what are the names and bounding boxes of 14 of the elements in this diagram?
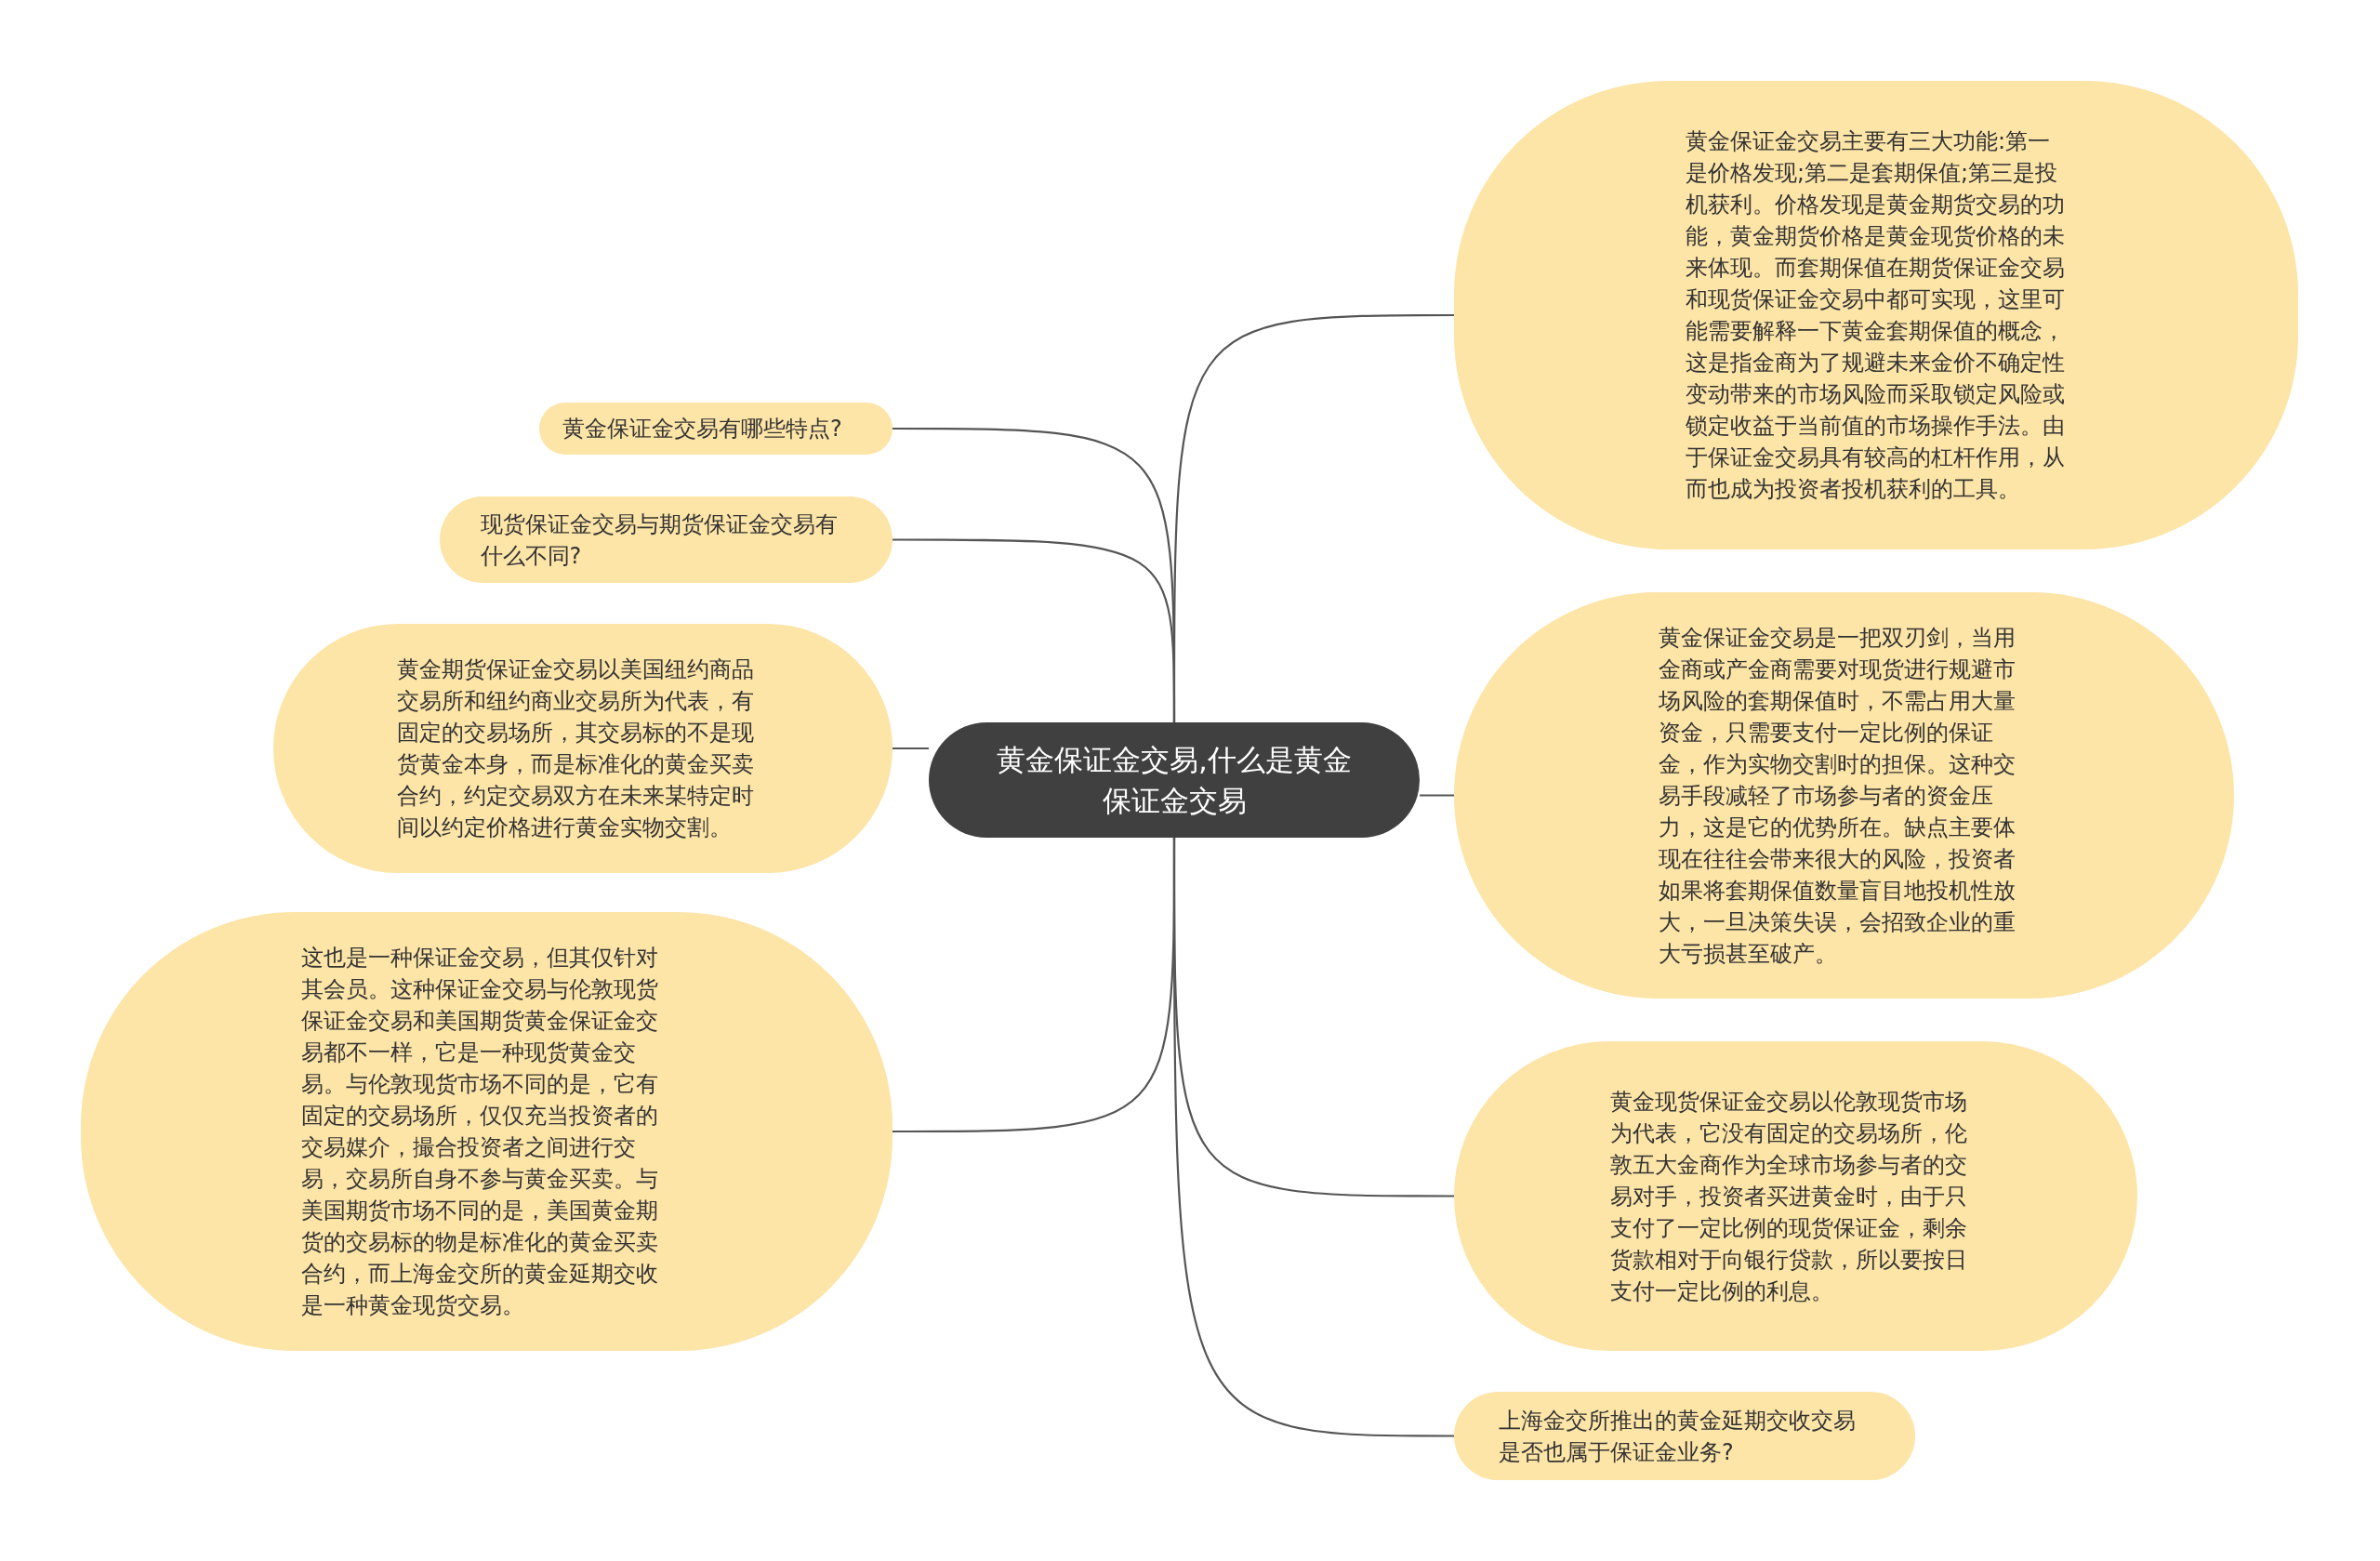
connector-line [892, 747, 929, 750]
central-title: 黄金保证金交易,什么是黄金保证金交易 [996, 742, 1353, 819]
topic-bubble [539, 403, 892, 455]
topic-text: 黄金保证金交易是一把双刃剑，当用金商或产金商需要对现货进行规避市场风险的套期保值时，不需占用大量资金，只需要支付一定比例的保证金，作为实物交割时的担保。这种交易手段减轻了市场参与者的资金压力，这是它的优势所在。缺点主要体现在往往会带来很大的风险，投资者如果将套期保值数量盲目地投机性放大，一旦决策失误，会招致企业的重大亏损甚至破产。 [1658, 623, 2016, 969]
connector-line [1172, 313, 1454, 722]
topic-text: 黄金现货保证金交易以伦敦现货市场为代表，它没有固定的交易场所，伦敦五大金商作为全球市场参与者的交易对手，投资者买进黄金时，由于只支付了一定比例的现货保证金，剩余货款相对于向银行贷款，所以要按日支付一定比例的利息。 [1609, 1087, 1968, 1306]
topic-text: 这也是一种保证金交易，但其仅针对其会员。这种保证金交易与伦敦现货保证金交易和美国期货黄金保证金交易都不一样，它是一种现货黄金交易。与伦敦现货市场不同的是，它有固定的交易场所，仅仅充当投资者的交易媒介，撮合投资者之间进行交易，交易所自身不参与黄金买卖。与美国期货市场不同的是，美国黄金期货的交易标的物是标准化的黄金买卖合约，而上海金交所的黄金延期交收是一种黄金现货交易。 [300, 944, 659, 1320]
topic-text: 黄金期货保证金交易以美国纽约商品交易所和纽约商业交易所为代表，有固定的交易场所，其交易标的不是现货黄金本身，而是标准化的黄金买卖合约，约定交易双方在未来某特定时间以约定价格进行黄金实物交割。 [397, 655, 755, 842]
connector-line [1172, 838, 1454, 1437]
topic-text: 上海金交所推出的黄金延期交收交易是否也属于保证金业务? [1499, 1406, 1857, 1467]
connector-line [1420, 794, 1454, 797]
topic-text: 黄金保证金交易有哪些特点? [562, 415, 843, 443]
topic-text: 现货保证金交易与期货保证金交易有什么不同? [480, 509, 839, 571]
topic-text: 黄金保证金交易主要有三大功能:第一是价格发现;第二是套期保值;第三是投机获利。价格发现是黄金期货交易的功能，黄金期货价格是黄金现货价格的未来体现。而套期保值在期货保证金交易和现货保证金交易中都可实现，这里可能需要解释一下黄金套期保值的概念，这是指金商为了规避未来金价不确定性变动带来的市场风险而采取锁定风险或锁定收益于当前值的市场操作手法。由于保证金交易具有较高的杠杆作用，从而也成为投资者投机获利的工具。 [1686, 127, 2066, 504]
